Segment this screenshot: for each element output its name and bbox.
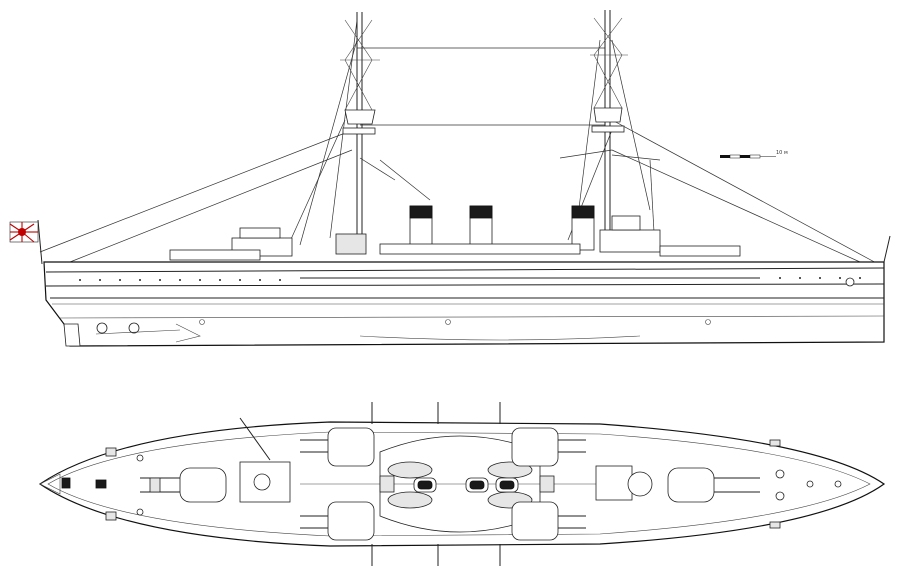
turret-forward-port <box>300 427 375 467</box>
plan-view <box>38 402 886 566</box>
turret-aft-port <box>511 427 586 467</box>
naval-ensign-flag <box>9 219 43 265</box>
scale-bar-label: 10 м <box>776 150 788 156</box>
superstructure <box>169 215 741 261</box>
deck-fittings <box>61 439 842 529</box>
side-profile-view: 10 м <box>9 10 891 347</box>
rigging-lines <box>39 19 881 266</box>
bridge-plan <box>239 461 653 503</box>
funnel-1 <box>409 205 433 251</box>
funnel-2 <box>469 205 493 251</box>
boat-deck <box>300 435 620 533</box>
turret-aft-starboard <box>511 501 586 541</box>
turret-forward-starboard <box>300 501 375 541</box>
mainmast <box>590 10 628 250</box>
turret-aft-main <box>667 467 760 503</box>
portholes <box>79 277 861 281</box>
boat-booms <box>239 402 501 566</box>
funnels <box>409 205 595 251</box>
hull-profile <box>43 235 891 347</box>
turret-fore-main <box>140 467 227 503</box>
scale-bar: 10 м <box>720 150 788 159</box>
foremast <box>340 12 380 250</box>
funnel-3 <box>571 205 595 251</box>
funnels-plan <box>413 477 519 493</box>
